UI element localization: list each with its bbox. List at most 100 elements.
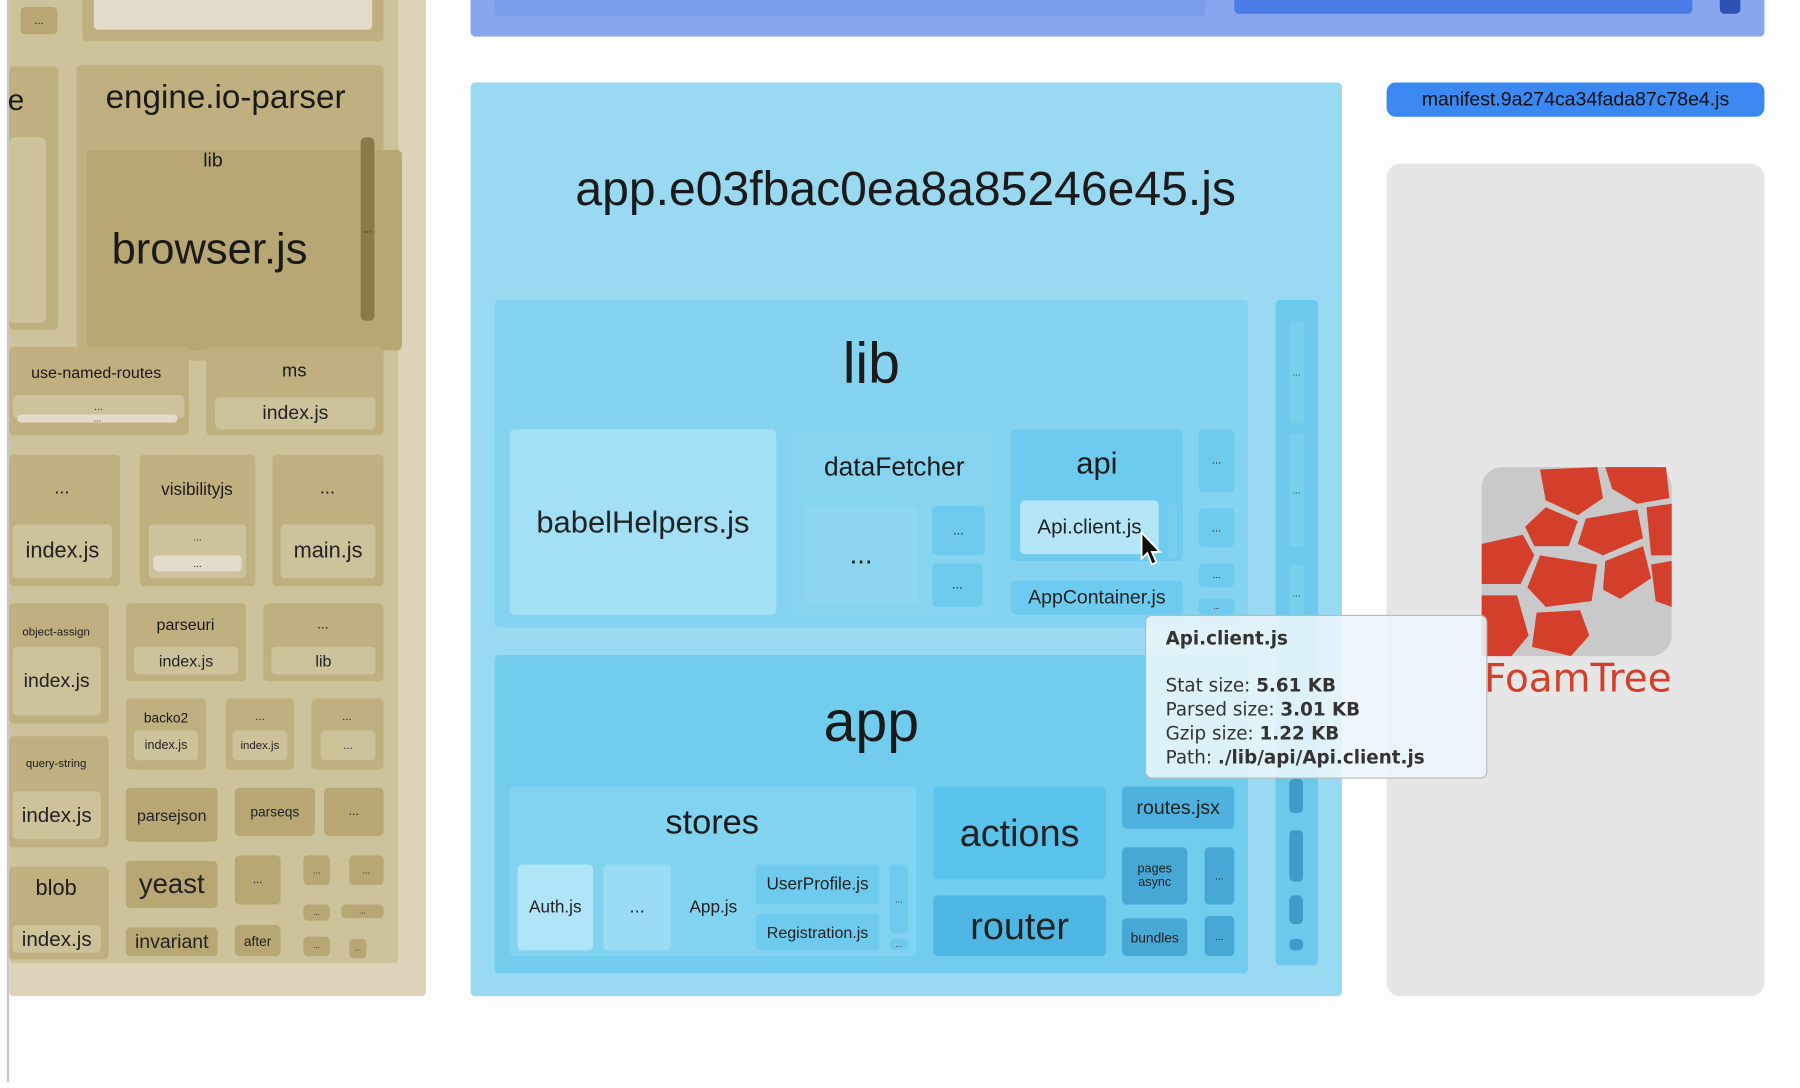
tile-more[interactable]: ...: [303, 855, 330, 886]
tile-more[interactable]: ...: [360, 137, 375, 321]
tile-parseqs[interactable]: parseqs: [234, 787, 315, 836]
tooltip-label: Stat size:: [1165, 674, 1251, 697]
tile-more[interactable]: ...: [1289, 432, 1305, 548]
tile-index-js[interactable]: index.js: [215, 397, 376, 430]
tile-more[interactable]: ...: [932, 563, 983, 607]
tooltip-value: 5.61 KB: [1256, 674, 1336, 697]
tooltip-title: Api.client.js: [1165, 627, 1288, 650]
tile-index-js[interactable]: index.js: [12, 925, 101, 953]
tile-small[interactable]: [1289, 830, 1304, 882]
tile-parsejson[interactable]: parsejson: [125, 787, 218, 842]
tile-actions[interactable]: actions: [933, 786, 1107, 880]
tile-small[interactable]: [1289, 778, 1304, 813]
left-border: [6, 0, 10, 1083]
tile-more[interactable]: ...: [303, 904, 330, 921]
tile-more[interactable]: ...: [303, 936, 330, 957]
object-assign-label: object-assign: [22, 626, 90, 639]
ms-label: ms: [282, 361, 307, 382]
tile-more[interactable]: ...: [1204, 916, 1235, 957]
app-label: app: [823, 689, 920, 754]
tile-main-js[interactable]: main.js: [280, 524, 376, 579]
tile-more[interactable]: ...: [341, 904, 384, 919]
tile-small[interactable]: [1167, 503, 1178, 559]
tile-label: ...: [342, 711, 352, 724]
query-string-label: query-string: [25, 757, 87, 771]
tile-index-js[interactable]: index.js: [232, 730, 288, 761]
tile-manifest[interactable]: manifest.9a274ca34fada87c78e4.js: [1386, 82, 1765, 117]
tile-more[interactable]: ...: [1198, 563, 1235, 588]
tile-yeast[interactable]: yeast: [125, 861, 218, 908]
tile-top[interactable]: [494, 0, 1206, 17]
tooltip-value: 3.01 KB: [1280, 698, 1361, 721]
tile-label: ...: [319, 478, 336, 499]
tile-partial-inner[interactable]: [9, 137, 46, 323]
tile-more[interactable]: ...: [349, 938, 367, 959]
tile-auth-js[interactable]: Auth.js: [517, 864, 594, 951]
tooltip-value: 1.22 KB: [1259, 722, 1340, 745]
tile-label: ...: [317, 616, 329, 633]
tile-babelhelpers-js[interactable]: babelHelpers.js: [509, 429, 777, 615]
tile-more[interactable]: ...: [12, 395, 185, 418]
tooltip-row: Path: ./lib/api/Api.client.js: [1166, 745, 1467, 769]
tile-more[interactable]: ...: [324, 787, 384, 836]
tile-app-js[interactable]: App.js: [689, 897, 738, 918]
tile-more[interactable]: ...: [889, 938, 908, 951]
tooltip-row: Stat size: 5.61 KB: [1166, 673, 1467, 697]
tile-more[interactable]: ...: [1198, 508, 1235, 548]
tile-routes-jsx[interactable]: routes.jsx: [1122, 786, 1235, 829]
tile-api-client-js[interactable]: Api.client.js: [1020, 500, 1159, 555]
foamtree-logo-text: FoamTree: [1483, 656, 1672, 702]
tile-registration-js[interactable]: Registration.js: [755, 913, 880, 951]
tile-more[interactable]: ...: [20, 6, 58, 35]
tile-more[interactable]: ...: [1198, 429, 1235, 493]
tile-more[interactable]: ...: [1198, 598, 1235, 615]
tile-router[interactable]: router: [933, 895, 1107, 957]
tile-more[interactable]: ...: [234, 855, 281, 905]
tile-more[interactable]: ...: [1289, 320, 1305, 424]
tile-lib[interactable]: lib: [271, 646, 376, 675]
tile-label: ...: [255, 711, 265, 724]
tooltip-row: Parsed size: 3.01 KB: [1166, 697, 1467, 721]
lib-label: lib: [842, 330, 900, 396]
tile-lib[interactable]: [87, 149, 402, 351]
tile-top-inner[interactable]: [93, 0, 373, 30]
mouse-cursor-icon: [1140, 531, 1162, 566]
visibilityjs-label: visibilityjs: [161, 480, 233, 500]
tile-small[interactable]: [1289, 938, 1304, 951]
tile-more[interactable]: ...: [932, 506, 985, 556]
engine-io-parser-label: engine.io-parser: [105, 79, 346, 117]
tile-more[interactable]: ...: [603, 864, 671, 951]
tile-more[interactable]: ...: [1204, 847, 1235, 905]
tile-index-js[interactable]: index.js: [12, 646, 101, 716]
foamtree-logo-icon: [1481, 467, 1672, 657]
lib-label: lib: [203, 149, 223, 172]
tile-top[interactable]: [1719, 0, 1741, 14]
tile-small[interactable]: [1289, 895, 1304, 925]
tile-label: ...: [54, 478, 70, 499]
tile-top[interactable]: [1234, 0, 1693, 14]
tile-more[interactable]: ...: [17, 413, 178, 424]
tile-after[interactable]: after: [234, 925, 281, 957]
tile-index-js[interactable]: index.js: [133, 730, 199, 761]
tooltip: Api.client.js Stat size: 5.61 KB Parsed …: [1145, 614, 1488, 779]
tile-index-js[interactable]: index.js: [133, 646, 239, 675]
tile-invariant[interactable]: invariant: [125, 927, 218, 957]
tile-more[interactable]: ...: [349, 855, 384, 886]
tile-more[interactable]: ...: [1289, 564, 1305, 622]
api-label: api: [1076, 445, 1118, 481]
tile-index-js[interactable]: index.js: [12, 524, 113, 579]
tile-partial-label: e: [7, 82, 25, 117]
datafetcher-label: dataFetcher: [823, 451, 965, 482]
tile-pages-async[interactable]: pages async: [1122, 847, 1188, 905]
foamtree-logo: FoamTree: [1477, 464, 1677, 704]
tile-more[interactable]: ...: [320, 730, 376, 761]
stores-label: stores: [665, 803, 759, 842]
tile-more[interactable]: ...: [803, 506, 919, 604]
tile-more[interactable]: ...: [889, 864, 908, 934]
tile-more[interactable]: ...: [153, 555, 242, 572]
tile-bundles[interactable]: bundles: [1122, 918, 1188, 957]
tile-index-js[interactable]: index.js: [12, 791, 101, 840]
tile-userprofile-js[interactable]: UserProfile.js: [755, 864, 880, 905]
tile-appcontainer-js[interactable]: AppContainer.js: [1011, 580, 1183, 615]
